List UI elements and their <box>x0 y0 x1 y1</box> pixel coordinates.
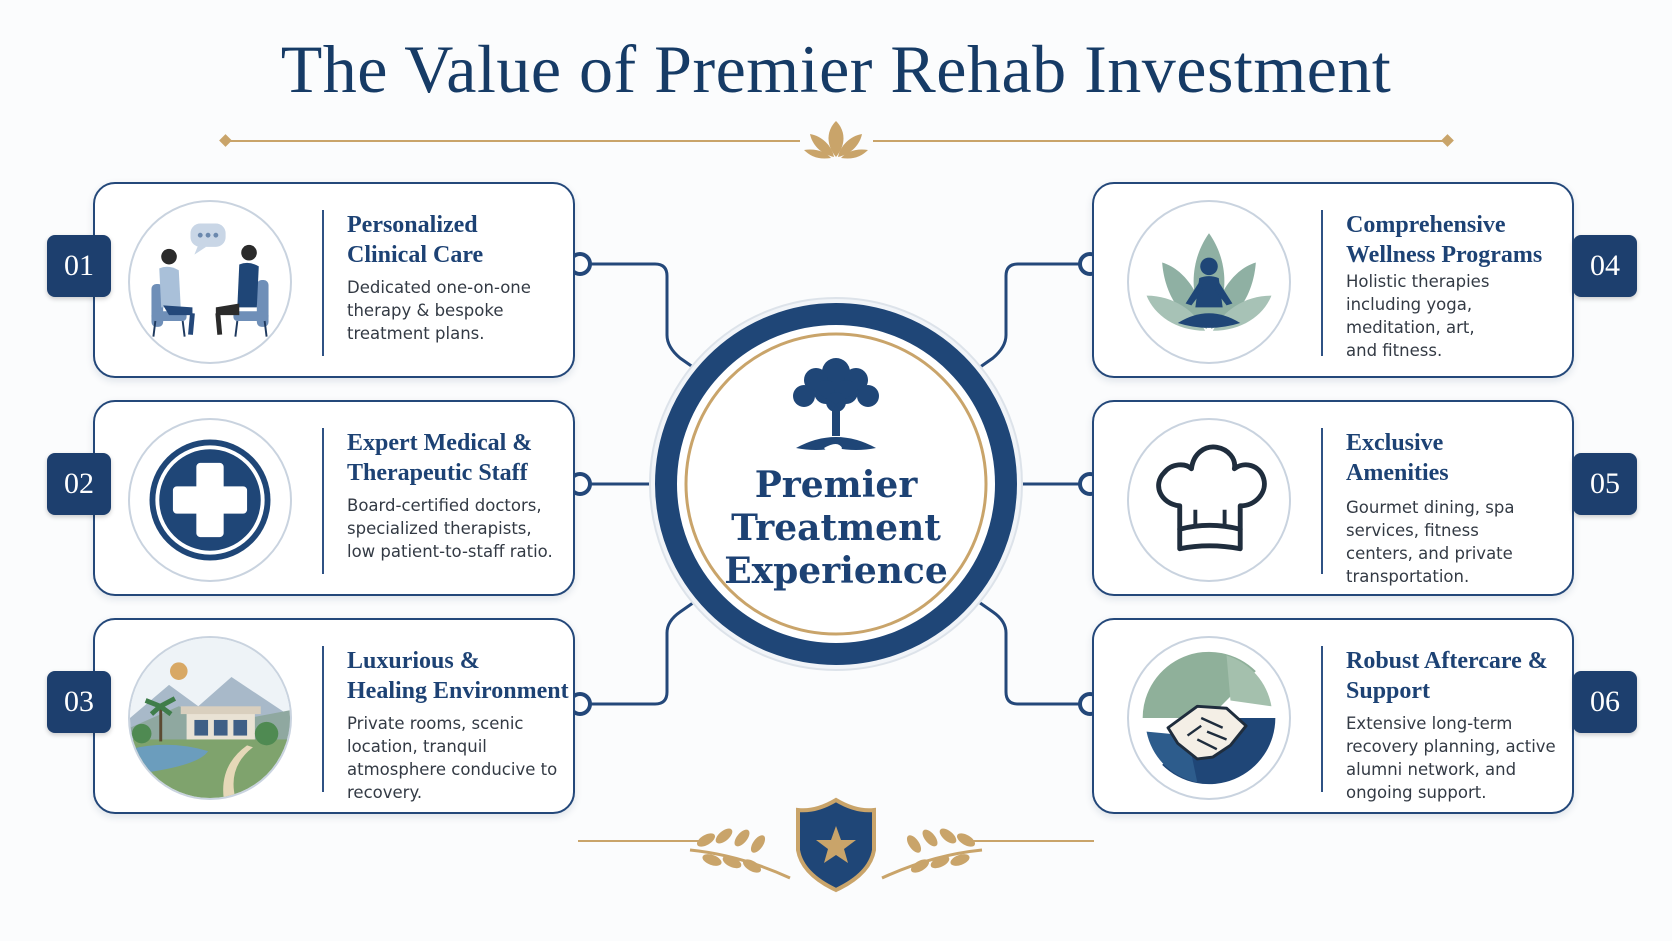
card-number-badge: 04 <box>1573 235 1637 297</box>
card-heading-line: Wellness Programs <box>1346 242 1543 268</box>
card-heading-line: Amenities <box>1346 460 1449 486</box>
center-circle <box>649 297 1023 671</box>
connectors-left <box>585 262 701 706</box>
laurel-right-icon <box>881 828 983 880</box>
card-heading-line: Personalized <box>347 212 478 238</box>
card-number-badge: 05 <box>1573 453 1637 515</box>
card-description: Board-certified doctors, specialized the… <box>347 496 553 561</box>
lotus-divider-icon <box>804 121 868 159</box>
villa-landscape-icon <box>128 636 292 800</box>
card-divider <box>322 428 324 574</box>
chef-hat-icon <box>1127 418 1291 582</box>
laurel-left-icon <box>689 828 791 880</box>
card-divider <box>322 210 324 356</box>
card-heading-line: Comprehensive <box>1346 212 1506 238</box>
bottom-emblem <box>578 797 1094 893</box>
card-number-badge: 02 <box>47 453 111 515</box>
card-description: Dedicated one-on-one therapy & bespoke t… <box>347 278 531 343</box>
card-heading-line: Healing Environment <box>347 678 569 704</box>
card-heading-line: Expert Medical & <box>347 430 533 456</box>
card-divider <box>1321 646 1323 792</box>
card-divider <box>1321 428 1323 574</box>
card-robust-aftercare: Robust Aftercare & Support Extensive long… <box>1092 618 1574 814</box>
medical-cross-icon <box>128 418 292 582</box>
card-heading-line: Luxurious & <box>347 648 480 674</box>
card-divider <box>1321 210 1323 356</box>
page-title: The Value of Premier Rehab Investment <box>280 31 1392 107</box>
connectors-right <box>972 262 1085 706</box>
handshake-icon <box>1127 636 1291 800</box>
card-description: Gourmet dining, spa services, fitness ce… <box>1346 498 1515 586</box>
card-number-badge: 03 <box>47 671 111 733</box>
card-number-badge: 06 <box>1573 671 1637 733</box>
card-divider <box>322 646 324 792</box>
shield-star-icon <box>796 797 876 893</box>
meditation-lotus-icon <box>1127 200 1291 364</box>
card-heading: Luxurious & Healing Environment <box>347 646 569 706</box>
card-heading-line: Therapeutic Staff <box>347 460 528 486</box>
card-description: Private rooms, scenic location, tranquil… <box>347 714 558 802</box>
card-heading: Robust Aftercare & Support <box>1346 646 1568 706</box>
center-label-line: Premier <box>754 464 918 506</box>
title-divider <box>219 121 1454 159</box>
center-label: Premier Treatment Experience <box>700 464 972 593</box>
center-label-line: Experience <box>724 550 948 592</box>
center-label-line: Treatment <box>731 507 941 549</box>
card-description: Holistic therapies including yoga, medit… <box>1346 272 1490 360</box>
card-heading-line: Robust Aftercare & <box>1346 648 1548 674</box>
card-heading-line: Exclusive <box>1346 430 1444 456</box>
card-heading-line: Clinical Care <box>347 242 484 268</box>
card-number-badge: 01 <box>47 235 111 297</box>
card-luxurious-environment: Luxurious & Healing Environment Private r… <box>93 618 575 814</box>
tree-icon <box>793 358 879 462</box>
card-heading: Expert Medical & Therapeutic Staff <box>347 428 569 488</box>
counseling-session-icon <box>128 200 292 364</box>
card-heading-line: Support <box>1346 678 1431 704</box>
card-description: Extensive long-term recovery planning, a… <box>1346 714 1556 802</box>
card-expert-medical-staff: Expert Medical & Therapeutic Staff Board-… <box>93 400 575 596</box>
